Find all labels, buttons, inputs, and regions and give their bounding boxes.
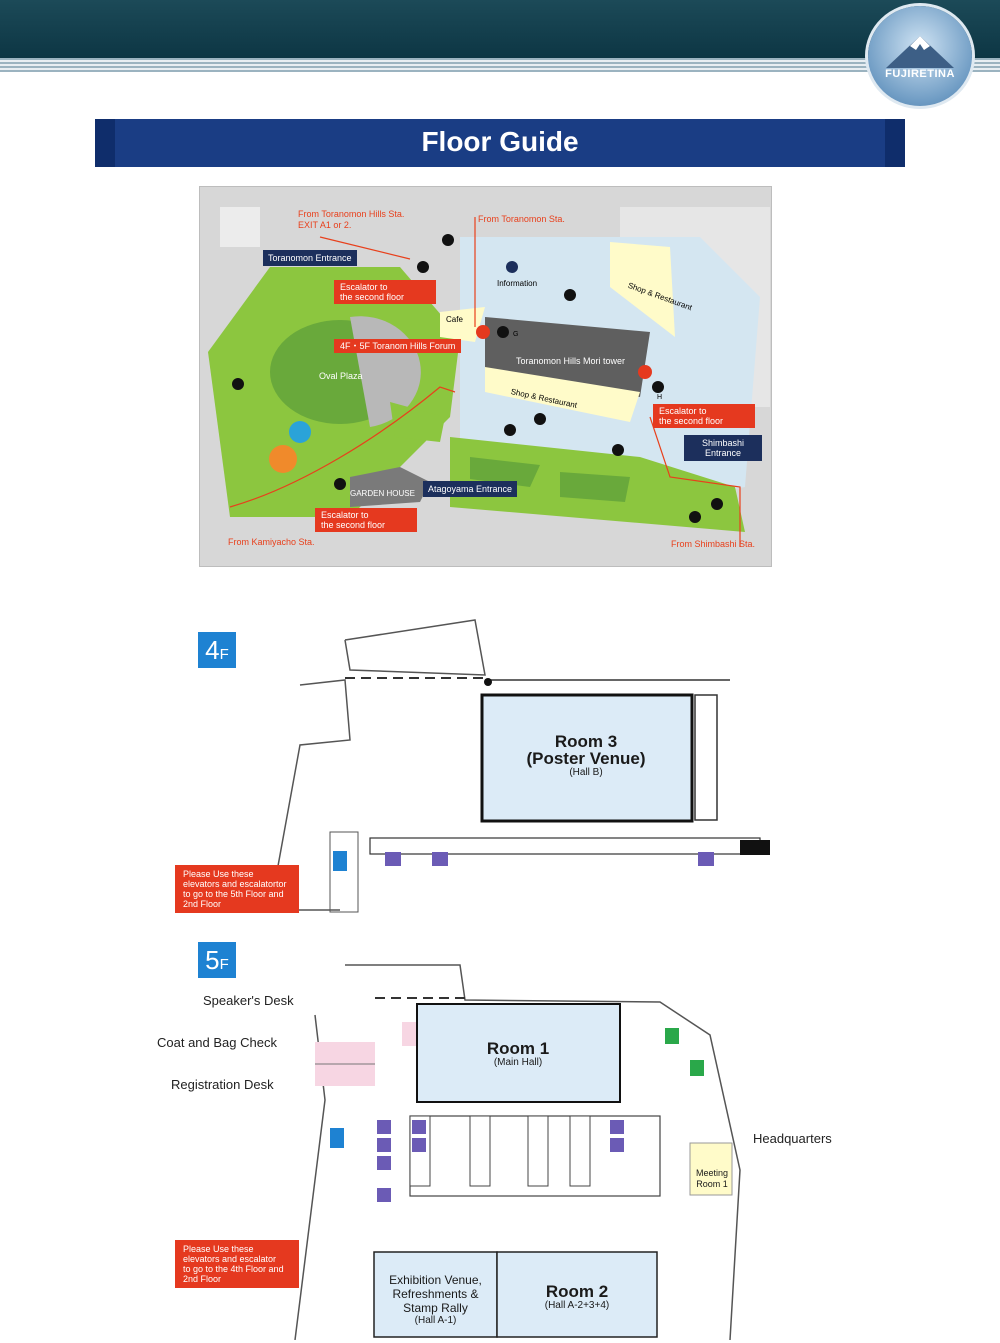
- mountain-icon: [886, 36, 954, 68]
- floor-5f-note-line1: Please Use these: [183, 1244, 254, 1254]
- room2-title: Room 2: [545, 1282, 609, 1301]
- brand-logo: [868, 6, 972, 106]
- floor-badge-5f-number: 5: [205, 945, 220, 975]
- oval-plaza-label: Oval Plaza: [319, 371, 363, 381]
- floor-5f-note: Please Use these elevators and escalator…: [175, 1240, 299, 1288]
- marker-h: H: [657, 394, 663, 401]
- site-map-drawing: [200, 187, 771, 566]
- header-bar: [0, 0, 1000, 58]
- garden-house-label: GARDEN HOUSE: [350, 489, 415, 498]
- floor-5f-note-line4: 2nd Floor: [183, 1274, 222, 1284]
- room1-subtitle: (Main Hall): [493, 1057, 543, 1068]
- room3-title-line1: Room 3: [554, 732, 618, 751]
- exhibition-line3: Stamp Rally: [403, 1301, 468, 1315]
- floor-badge-5f: 5F: [198, 942, 236, 978]
- escalator-label-1: Escalator to the second floor: [334, 280, 436, 304]
- floor-badge-5f-letter: F: [219, 956, 229, 973]
- brand-logo-text: FUJIRETINA: [885, 68, 955, 80]
- floor-4f-note-line1: Please Use these: [183, 869, 254, 879]
- room3-subtitle: (Hall B): [569, 767, 603, 778]
- cafe-label: Cafe: [446, 315, 463, 324]
- title-bar: [95, 119, 905, 167]
- floor-4f-note-line3: to go to the 5th Floor and: [183, 889, 284, 899]
- marker-g: G: [513, 331, 519, 338]
- exhibition-label: Exhibition Venue, Refreshments & Stamp R…: [374, 1273, 497, 1327]
- atagoyama-entrance: Atagoyama Entrance: [423, 481, 518, 497]
- shimbashi-entrance-line2: Entrance: [704, 448, 742, 458]
- shimbashi-entrance-line1: Shimbashi: [701, 438, 745, 448]
- headquarters-callout: Headquarters: [753, 1131, 832, 1146]
- toranomon-entrance: Toranomon Entrance: [263, 250, 357, 266]
- label-from-shimbashi: From Shimbashi Sta.: [671, 539, 756, 549]
- escalator-label-3-line1: Escalator to: [321, 510, 369, 520]
- floor-5f-note-line3: to go to the 4th Floor and: [183, 1264, 284, 1274]
- page-title: Floor Guide: [421, 126, 579, 157]
- floor-5f-plan: [294, 964, 741, 1340]
- escalator-label-1-line2: the second floor: [340, 292, 405, 302]
- speakers-desk-callout: Speaker's Desk: [203, 993, 294, 1008]
- floor-5f-note-line2: elevators and escalator: [183, 1254, 277, 1264]
- coat-check-callout: Coat and Bag Check: [157, 1035, 277, 1050]
- room2-label: Room 2 (Hall A-2+3+4): [497, 1283, 657, 1312]
- label-from-kamiyacho: From Kamiyacho Sta.: [228, 537, 315, 547]
- floor-4f-plan: [270, 619, 770, 913]
- room3-label: Room 3 (Poster Venue) (Hall B): [485, 733, 687, 779]
- escalator-label-3-line2: the second floor: [321, 520, 386, 530]
- floor-4f-note-line2: elevators and escalatortor: [183, 879, 287, 889]
- exhibition-subtitle: (Hall A-1): [414, 1315, 457, 1326]
- escalator-label-3: Escalator to the second floor: [315, 508, 417, 532]
- shimbashi-entrance: Shimbashi Entrance: [684, 435, 762, 461]
- label-from-toranomon-hills: From Toranomon Hills Sta.: [298, 209, 405, 219]
- floor-badge-4f-number: 4: [205, 635, 220, 665]
- forum-label: 4F・5F Toranom Hills Forum: [334, 339, 462, 353]
- meeting-room-line1: Meeting: [695, 1168, 729, 1178]
- exhibition-line1: Exhibition Venue,: [389, 1273, 482, 1287]
- escalator-label-2-line2: the second floor: [659, 416, 724, 426]
- registration-callout: Registration Desk: [171, 1077, 274, 1092]
- room2-subtitle: (Hall A-2+3+4): [544, 1300, 610, 1311]
- room3-title-line2: (Poster Venue): [526, 749, 646, 768]
- header-stripe: [0, 58, 1000, 72]
- floor-badge-4f-letter: F: [219, 646, 229, 663]
- escalator-label-2-line1: Escalator to: [659, 406, 707, 416]
- escalator-label-1-line1: Escalator to: [340, 282, 388, 292]
- floor-badge-4f: 4F: [198, 632, 236, 668]
- escalator-label-2: Escalator to the second floor: [653, 404, 755, 428]
- room1-title: Room 1: [486, 1039, 550, 1058]
- label-from-toranomon: From Toranomon Sta.: [478, 214, 565, 224]
- meeting-room-line2: Room 1: [696, 1179, 728, 1189]
- floor-4f-note: Please Use these elevators and escalator…: [175, 865, 299, 913]
- site-map: From Toranomon Hills Sta. EXIT A1 or 2. …: [199, 186, 772, 567]
- exhibition-line2: Refreshments &: [392, 1287, 479, 1301]
- information-label: Information: [497, 279, 538, 288]
- mori-tower-label: Toranomon Hills Mori tower: [516, 356, 626, 366]
- room1-label: Room 1 (Main Hall): [418, 1040, 618, 1069]
- floor-4f-note-line4: 2nd Floor: [183, 899, 222, 909]
- label-exit-a1: EXIT A1 or 2.: [298, 220, 352, 230]
- meeting-room-label: Meeting Room 1: [690, 1168, 734, 1190]
